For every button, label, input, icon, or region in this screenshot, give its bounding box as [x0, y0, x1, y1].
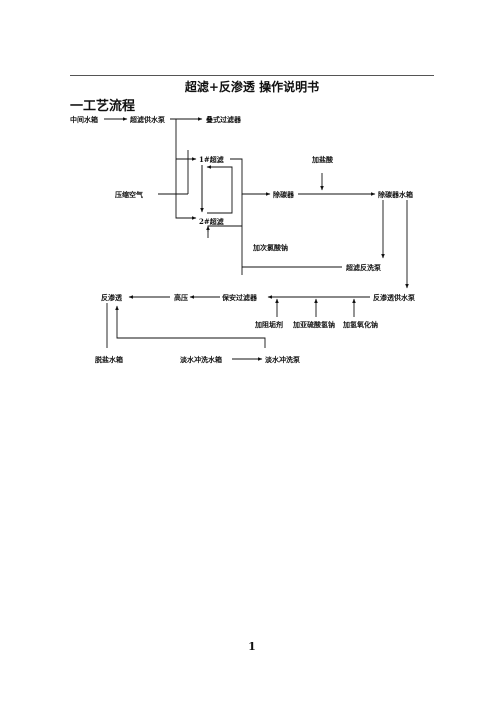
- node-desalted-tank: 脱盐水箱: [95, 355, 123, 364]
- node-uf1: 1#超滤: [199, 155, 224, 164]
- node-flush-pump: 淡水冲洗泵: [265, 355, 300, 364]
- node-compressed-air: 压缩空气: [115, 190, 143, 199]
- node-add-naclo: 加次氯酸钠: [253, 243, 288, 252]
- node-ro-feed-pump: 反渗透供水泵: [373, 293, 415, 302]
- node-add-antiscalant: 加阻垢剂: [255, 320, 283, 329]
- node-uf2: 2#超滤: [199, 217, 224, 226]
- page-number: 1: [248, 640, 256, 653]
- node-ro: 反渗透: [101, 293, 122, 302]
- node-security-filter: 保安过滤器: [222, 293, 257, 302]
- flow-line-flush-return: [115, 305, 266, 348]
- document-title: 超滤+反渗透 操作说明书: [184, 80, 320, 94]
- node-decarbonizer: 除碳器: [273, 190, 294, 199]
- flow-line-filter-to-uf: [175, 119, 197, 220]
- node-add-naoh: 加氢氧化钠: [343, 320, 378, 329]
- flow-line-uf-to-decarb: [230, 158, 271, 196]
- node-add-hcl: 加盐酸: [312, 155, 333, 164]
- node-mid-tank: 中间水箱: [70, 115, 98, 124]
- flow-line-uf-return: [206, 165, 233, 214]
- node-disc-filter: 叠式过滤器: [206, 115, 241, 124]
- flow-line-backwash-return: [207, 225, 242, 238]
- node-uf-backwash-pump: 超滤反洗泵: [346, 263, 381, 272]
- header-rule: [70, 75, 434, 76]
- section-heading: 一工艺流程: [70, 99, 136, 114]
- node-high-pressure: 高压: [174, 293, 188, 302]
- node-uf-feed-pump: 超滤供水泵: [130, 115, 165, 124]
- node-flush-tank: 淡水冲洗水箱: [180, 355, 222, 364]
- node-decarb-tank: 除碳器水箱: [378, 190, 413, 199]
- node-add-sodium-bisulfite: 加亚硫酸氢钠: [293, 320, 335, 329]
